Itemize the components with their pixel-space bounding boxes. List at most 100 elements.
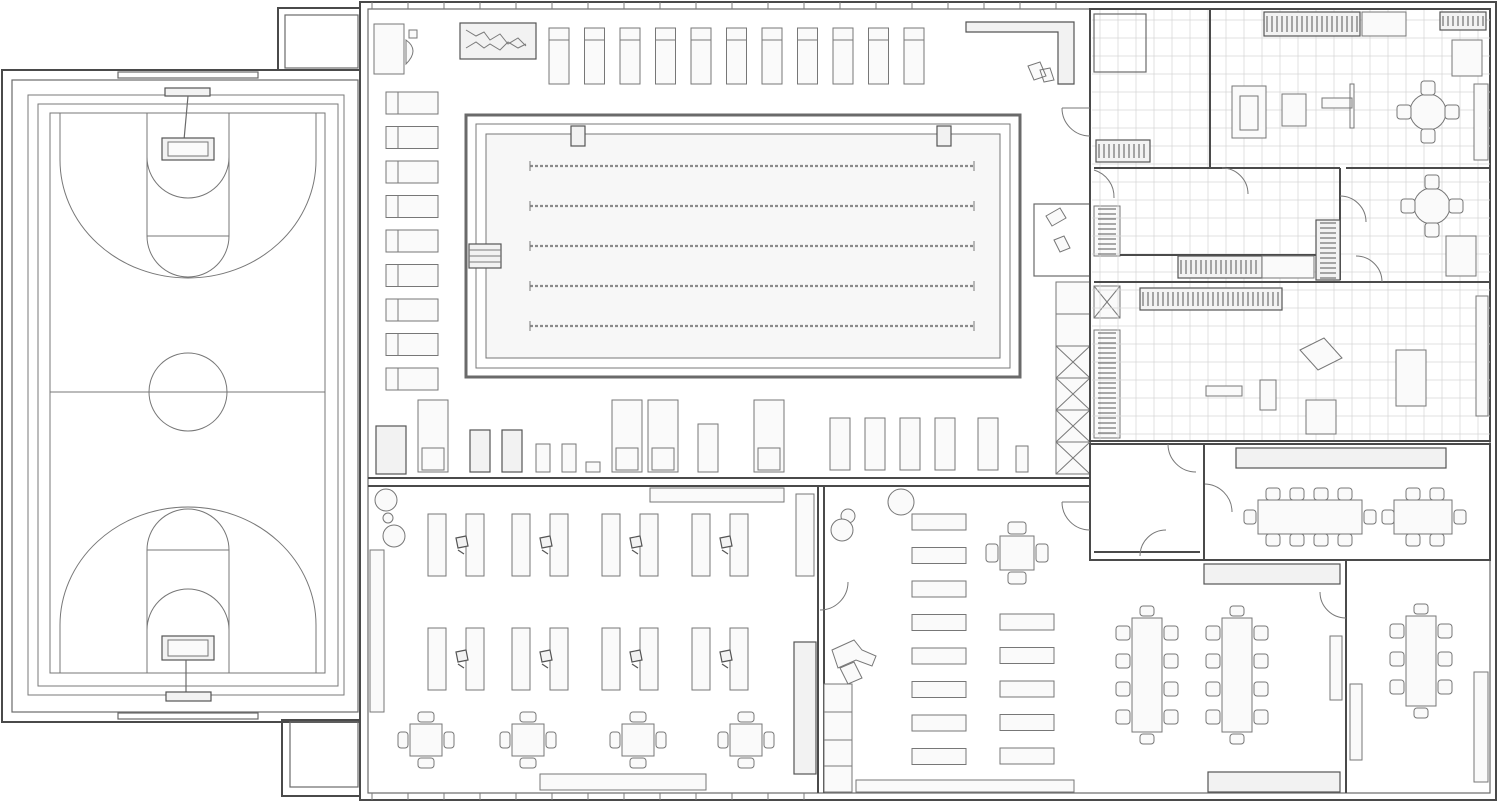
exercise-mat (999, 647, 1055, 664)
benches-bottom (829, 417, 999, 471)
pool-lounger (385, 126, 439, 149)
chair (1115, 625, 1131, 641)
weight-bench (427, 513, 447, 577)
chair (1139, 733, 1155, 745)
exercise-mat (911, 513, 967, 531)
equipment (469, 429, 491, 473)
pool-lounger (619, 27, 641, 85)
weight-bench (465, 513, 485, 577)
chair (443, 731, 455, 749)
exercise-mat (999, 747, 1055, 765)
bench (1093, 329, 1121, 439)
hatch (1098, 208, 1116, 255)
cross (1055, 441, 1091, 475)
chair (1253, 653, 1269, 669)
pool-ladder-left (468, 243, 502, 269)
chair (609, 731, 621, 749)
weight-bench (729, 513, 749, 577)
exercise-mat (911, 714, 967, 732)
pool-hall (373, 21, 1091, 475)
pool-lounger (385, 195, 439, 218)
basketball-hoop-top (161, 87, 215, 161)
chair (1139, 605, 1155, 617)
chair (545, 731, 557, 749)
chair (1420, 80, 1436, 96)
pool-lounger (726, 27, 747, 85)
exercise-mat (911, 748, 967, 765)
pool-lounger (584, 27, 605, 85)
pool-lanes (529, 161, 975, 331)
weight-bench (691, 627, 711, 691)
chair (1405, 487, 1421, 501)
bench (934, 417, 956, 471)
pool-lounger (385, 367, 439, 391)
weight-room (369, 487, 815, 791)
hatch (1098, 332, 1116, 434)
chair (417, 711, 435, 723)
chair (1289, 487, 1305, 501)
dumbbell (455, 535, 469, 555)
chair (1115, 709, 1131, 725)
locker-rooms (652, 8, 1491, 788)
pool-lounger (868, 27, 889, 85)
equipment (501, 429, 523, 473)
chair (1265, 533, 1281, 547)
bench (829, 417, 851, 471)
chair (1424, 174, 1440, 190)
chair (499, 731, 511, 749)
cross (1055, 345, 1091, 379)
exercise-mat (999, 714, 1055, 731)
chair (519, 757, 537, 769)
lounger-seat (651, 447, 675, 471)
chair (1229, 733, 1245, 745)
dining-table (1221, 617, 1253, 733)
pool-chairs-bottom (417, 399, 785, 473)
chair (1163, 653, 1179, 669)
cabinet (375, 425, 407, 475)
pool-lounger (385, 298, 439, 322)
basketball-court (49, 112, 326, 674)
chair (1337, 487, 1353, 501)
weight-bench (729, 627, 749, 691)
chair (1448, 198, 1464, 214)
hatch (1098, 144, 1145, 158)
hatch (1442, 16, 1484, 26)
pool-lounger (761, 27, 783, 85)
chair (1437, 651, 1453, 667)
storage-box (1055, 281, 1091, 315)
chair (1429, 533, 1445, 547)
weight-bench (639, 513, 659, 577)
chair (1337, 533, 1353, 547)
weight-bench (549, 513, 569, 577)
pool-lounger (548, 27, 570, 85)
chair (1289, 533, 1305, 547)
pool-loungers-top (548, 27, 925, 85)
pool-ladder (936, 125, 952, 147)
chair (1444, 104, 1460, 120)
pool-loungers-left (385, 91, 439, 391)
weight-bench (601, 627, 621, 691)
square-table (409, 723, 443, 757)
hatch (1142, 292, 1279, 306)
round-tables (1396, 80, 1464, 238)
studio-table (985, 521, 1049, 585)
chair (1163, 681, 1179, 697)
exercise-mat (911, 614, 967, 631)
chair (417, 757, 435, 769)
chair (1396, 104, 1412, 120)
office (1349, 615, 1489, 783)
chair (1413, 707, 1429, 719)
basketball-court-area (1, 7, 361, 797)
chair (1163, 709, 1179, 725)
chair (1253, 625, 1269, 641)
hatch (1320, 222, 1336, 279)
pool-lounger (690, 27, 712, 85)
pool-lounger (385, 264, 439, 287)
cafe-dining (1090, 559, 1453, 793)
fitness-studio (793, 488, 1075, 793)
chair (1429, 487, 1445, 501)
chair (1420, 128, 1436, 144)
chair (1313, 533, 1329, 547)
chair (1389, 623, 1405, 639)
